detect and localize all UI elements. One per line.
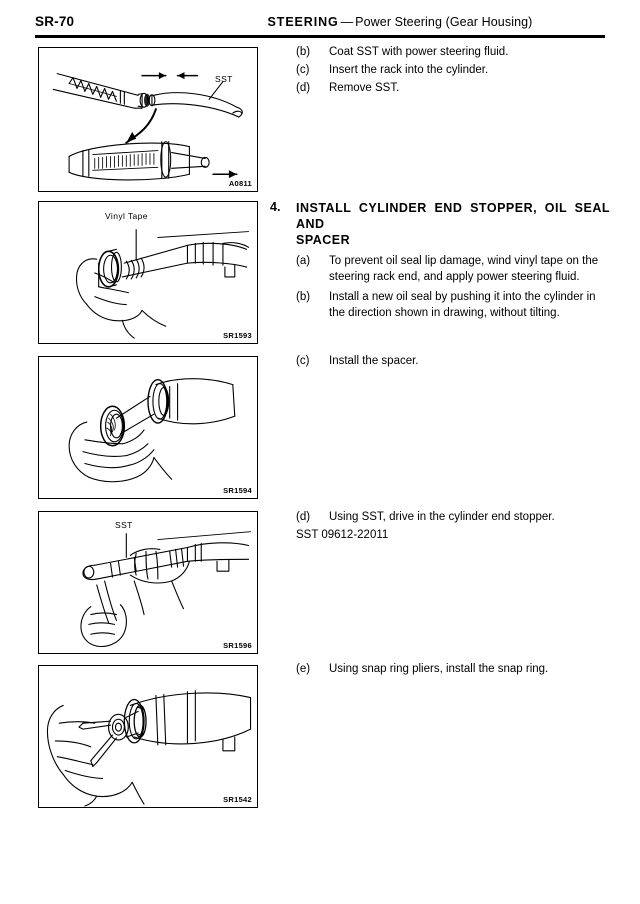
install-spacer-figure: SR1594: [38, 356, 258, 499]
step-c-block: (c) Install the spacer.: [296, 353, 610, 371]
section-title-line2: SPACER: [296, 233, 351, 247]
section-title: INSTALL CYLINDER END STOPPER, OIL SEAL A…: [296, 200, 610, 248]
snap-ring-pliers-figure: SR1542: [38, 665, 258, 808]
step-letter: (c): [296, 64, 310, 76]
step-text: Insert the rack into the cylinder.: [329, 64, 489, 76]
header-dash: —: [340, 15, 354, 29]
figure-id: SR1594: [223, 486, 252, 495]
step-letter: (d): [296, 82, 311, 94]
page-number: SR-70: [35, 14, 75, 29]
step-text: To prevent oil seal lip damage, wind vin…: [329, 255, 599, 283]
snap-ring-pliers-drawing: [46, 690, 252, 807]
figure-id: SR1596: [223, 641, 252, 650]
step-d-block: (d) Using SST, drive in the cylinder end…: [296, 509, 610, 543]
section-4-block: 4. INSTALL CYLINDER END STOPPER, OIL SEA…: [270, 200, 610, 321]
page-header: SR-70 STEERING—Power Steering (Gear Hous…: [35, 14, 605, 36]
step-letter: (b): [296, 46, 311, 58]
install-spacer-drawing: [68, 378, 236, 483]
figure-id: SR1542: [223, 795, 252, 804]
step-letter: (c): [296, 355, 310, 367]
page-title: STEERING—Power Steering (Gear Housing): [195, 15, 605, 29]
step-d: (d) Using SST, drive in the cylinder end…: [296, 509, 610, 525]
step-letter: (e): [296, 663, 311, 675]
sst-part-number: SST 09612-22011: [296, 529, 389, 541]
figure-label-vinyl-tape: Vinyl Tape: [105, 211, 148, 221]
header-subject: Power Steering (Gear Housing): [355, 15, 533, 29]
step-letter: (a): [296, 255, 311, 267]
rack-into-cylinder-drawing: [52, 72, 243, 181]
section-number: 4.: [270, 200, 281, 214]
section-title-line1: INSTALL CYLINDER END STOPPER, OIL SEAL A…: [296, 201, 610, 231]
step-letter: (d): [296, 511, 311, 523]
drive-end-stopper-drawing: [80, 531, 251, 648]
section-4-steps: (a) To prevent oil seal lip damage, wind…: [296, 253, 610, 321]
drive-end-stopper-figure: SST SR1596: [38, 511, 258, 654]
top-steps-block: (b) Coat SST with power steering fluid. …: [296, 44, 610, 98]
figure-label-sst: SST: [215, 74, 233, 84]
step-e-block: (e) Using snap ring pliers, install the …: [296, 661, 610, 679]
header-divider: [35, 35, 605, 38]
step-c: (c) Insert the rack into the cylinder.: [296, 62, 610, 78]
step-text: Install a new oil seal by pushing it int…: [329, 291, 596, 319]
step-text: Remove SST.: [329, 82, 400, 94]
rack-into-cylinder-figure: SST A0811: [38, 47, 258, 192]
vinyl-tape-drawing: [75, 229, 250, 339]
figure-id: A0811: [228, 179, 252, 188]
step-letter: (b): [296, 291, 311, 303]
vinyl-tape-figure: Vinyl Tape SR1593: [38, 201, 258, 344]
step-c: (c) Install the spacer.: [296, 353, 610, 369]
step-b: (b) Install a new oil seal by pushing it…: [296, 289, 610, 321]
step-d: (d) Remove SST.: [296, 80, 610, 96]
figure-label-sst: SST: [115, 520, 133, 530]
step-text: Install the spacer.: [329, 355, 419, 367]
header-system: STEERING: [267, 15, 339, 29]
step-b: (b) Coat SST with power steering fluid.: [296, 44, 610, 60]
step-a: (a) To prevent oil seal lip damage, wind…: [296, 253, 610, 285]
step-text: Coat SST with power steering fluid.: [329, 46, 509, 58]
figure-id: SR1593: [223, 331, 252, 340]
step-text: Using snap ring pliers, install the snap…: [329, 663, 549, 675]
step-e: (e) Using snap ring pliers, install the …: [296, 661, 610, 677]
step-text: Using SST, drive in the cylinder end sto…: [329, 511, 555, 523]
